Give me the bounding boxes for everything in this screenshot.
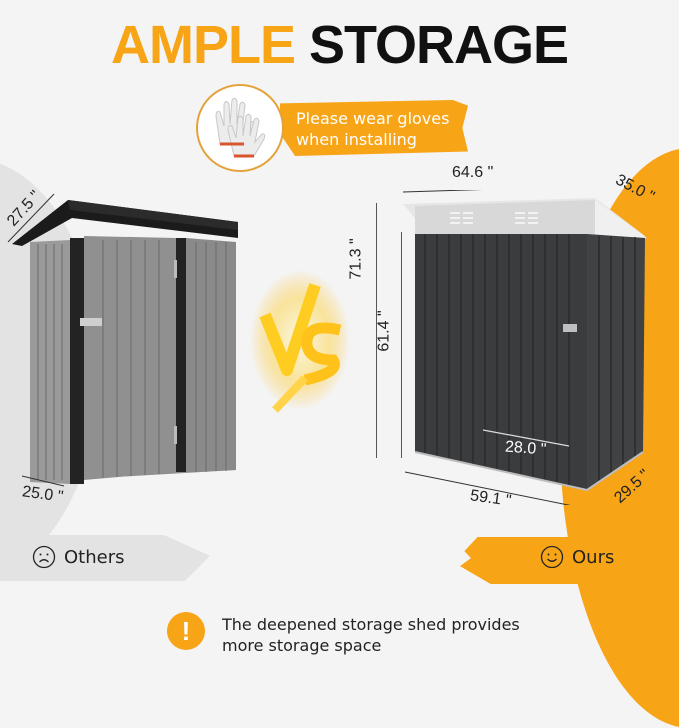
others-label: Others bbox=[32, 545, 125, 569]
right-height-wall-label: 61.4 " bbox=[375, 310, 393, 352]
others-label-bar bbox=[0, 535, 210, 581]
right-width-roof-label: 64.6 " bbox=[452, 164, 494, 181]
latch-icon bbox=[80, 318, 102, 326]
title-ample: AMPLE bbox=[110, 15, 296, 75]
vs-burst-icon bbox=[245, 260, 355, 420]
smile-face-icon bbox=[540, 545, 564, 569]
left-shed-image bbox=[7, 193, 238, 487]
footer-note: The deepened storage shed provides more … bbox=[222, 615, 520, 655]
latch-icon bbox=[563, 324, 577, 332]
title-storage: STORAGE bbox=[308, 15, 569, 75]
gloves-icon bbox=[196, 84, 284, 172]
height-total-line bbox=[376, 203, 377, 458]
page-title: AMPLE STORAGE bbox=[0, 14, 679, 76]
height-wall-line bbox=[401, 232, 402, 458]
exclamation-icon: ! bbox=[167, 612, 205, 650]
ours-label-bar bbox=[460, 537, 679, 584]
right-door-width-label: 28.0 " bbox=[504, 438, 547, 459]
sad-face-icon bbox=[32, 545, 56, 569]
gloves-notice-text: Please wear gloves when installing bbox=[296, 109, 450, 149]
ours-label: Ours bbox=[540, 545, 614, 569]
right-shed-image bbox=[402, 190, 647, 505]
right-height-total-label: 71.3 " bbox=[347, 238, 365, 280]
gloves-banner bbox=[280, 100, 468, 156]
